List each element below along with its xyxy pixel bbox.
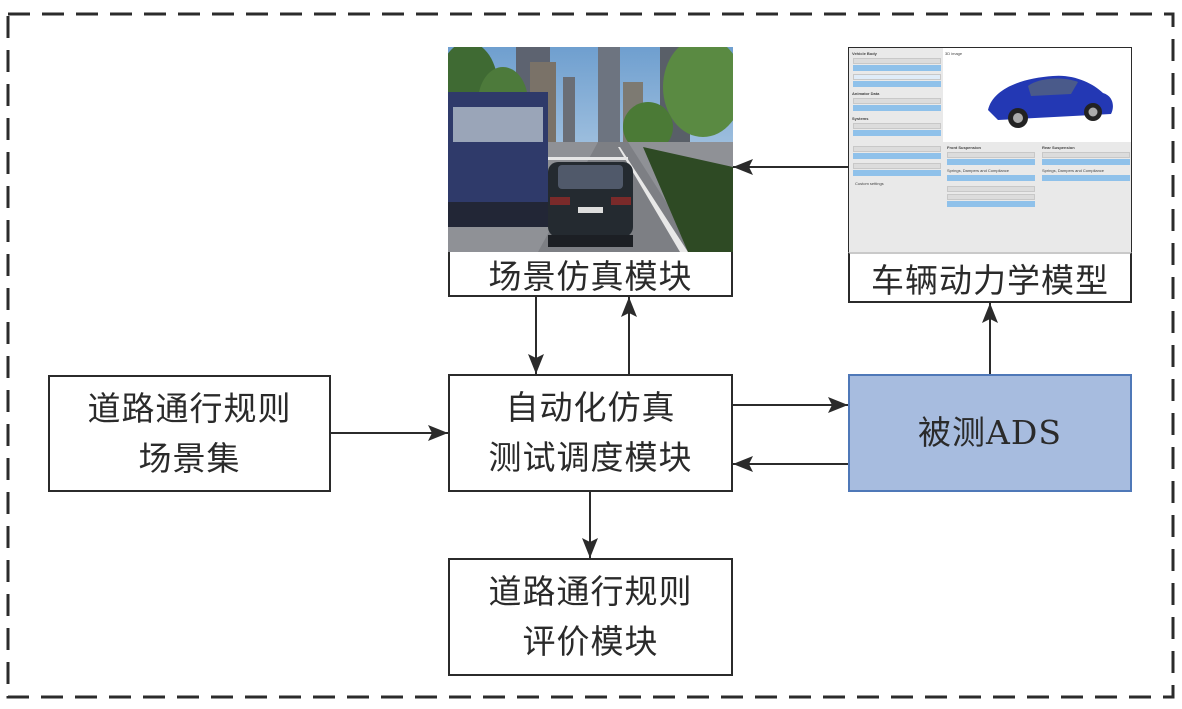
- scene-sim-label: 场景仿真模块: [448, 252, 733, 297]
- panel-value: [853, 130, 941, 136]
- panel-value: [947, 201, 1035, 207]
- panel-select: [853, 163, 941, 169]
- evaluation-line-2: 评价模块: [522, 622, 659, 661]
- section-systems: Systems: [852, 116, 869, 121]
- rule-scenarios-node: 道路通行规则 场景集: [48, 375, 331, 492]
- scheduler-line-2: 测试调度模块: [488, 438, 693, 477]
- ads-node: 被测ADS: [848, 374, 1132, 492]
- panel-value: [1042, 175, 1130, 181]
- section-rear-suspension: Rear Suspension: [1042, 145, 1075, 150]
- panel-value: [853, 81, 941, 87]
- scene-sim-image: [438, 37, 743, 252]
- panel-value: [853, 170, 941, 176]
- image-toggle-label: 3D image: [945, 51, 963, 56]
- panel-select: [1042, 152, 1130, 158]
- vehicle-dynamics-panel: 3D image Vehicle Body Animator Data Syst…: [848, 47, 1132, 252]
- panel-value: [947, 159, 1035, 165]
- panel-select: [853, 98, 941, 104]
- panel-select: [853, 123, 941, 129]
- front-springs-label: Springs, Dampers and Compliance: [947, 168, 1010, 173]
- vehicle-dyn-label: 车辆动力学模型: [848, 252, 1132, 303]
- panel-value: [947, 175, 1035, 181]
- scheduler-node: 自动化仿真 测试调度模块: [448, 374, 733, 492]
- section-animator-data: Animator Data: [852, 91, 880, 96]
- driving-scene-illustration: [438, 37, 743, 252]
- panel-select: [947, 152, 1035, 158]
- panel-value: [853, 105, 941, 111]
- ads-label: 被测ADS: [918, 413, 1062, 452]
- scheduler-line-1: 自动化仿真: [505, 388, 676, 427]
- panel-select: [947, 186, 1035, 192]
- evaluation-line-1: 道路通行规则: [488, 572, 693, 611]
- panel-select: [853, 74, 941, 80]
- car-3d-preview: 3D image: [943, 48, 1131, 142]
- panel-select: [853, 58, 941, 64]
- blue-car-icon: [988, 75, 1113, 128]
- panel-select: [853, 146, 941, 152]
- rule-scenarios-line-2: 场景集: [138, 438, 241, 478]
- system-boundary: [6, 12, 1175, 699]
- panel-value: [853, 65, 941, 71]
- panel-value: [1042, 159, 1130, 165]
- custom-settings-checkbox: Custom settings: [855, 181, 884, 186]
- panel-select: [947, 194, 1035, 200]
- section-front-suspension: Front Suspension: [947, 145, 981, 150]
- evaluation-node: 道路通行规则 评价模块: [448, 558, 733, 676]
- panel-value: [853, 153, 941, 159]
- rule-scenarios-line-1: 道路通行规则: [87, 388, 292, 428]
- section-vehicle-body: Vehicle Body: [852, 51, 877, 56]
- rear-springs-label: Springs, Dampers and Compliance: [1042, 168, 1105, 173]
